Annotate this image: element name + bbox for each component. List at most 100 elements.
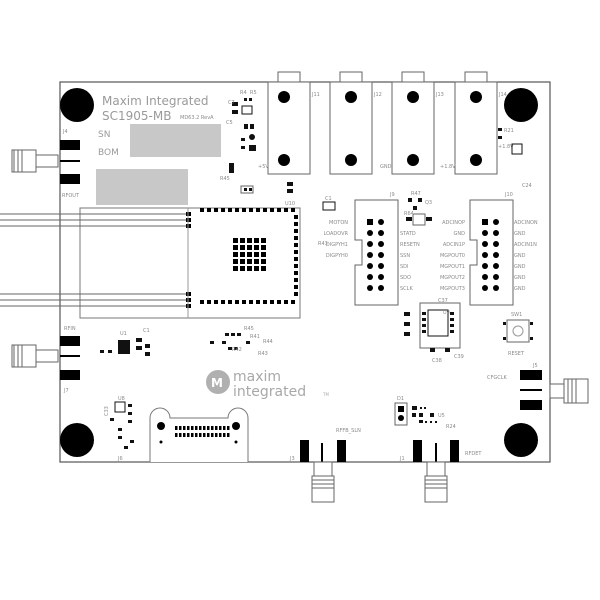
module-pad [228,300,232,304]
sma-cfgclk[interactable] [520,370,589,410]
header-pin [493,285,499,291]
header-pin [493,263,499,269]
bga-ball [247,238,252,243]
refdes: R45 [244,326,254,332]
module-pad [294,243,298,247]
module-pad [263,208,267,212]
j9-ref: J9 [389,192,395,198]
module-pad [294,292,298,296]
module-pad [242,208,246,212]
bga-ball [233,245,238,250]
header-pin [482,274,488,280]
mounting-hole [60,423,94,457]
bga-ball [247,259,252,264]
fpc-pin [187,426,190,430]
svg-text:M: M [211,376,223,390]
fpc-pin [187,433,190,437]
header-pin-label: GND [514,231,526,237]
module-pad [214,300,218,304]
refdes: R44 [263,339,273,345]
jack-j13 [391,71,435,175]
refdes: J6 [117,456,123,462]
header-pin [378,263,384,269]
sma-rffb-sln[interactable] [300,440,346,503]
fpc-pin [179,426,182,430]
refdes: R41 [250,334,260,340]
sn-label-area [130,124,221,157]
module-pad [207,208,211,212]
logo-text-maxim: maxim [233,369,281,385]
header-pin-label: ADCIN1N [514,242,537,248]
header-pin-label: LOADOVR [324,231,349,237]
fpc-connector[interactable] [149,407,249,462]
fpc-pin [227,426,230,430]
fpc-pin [195,426,198,430]
refdes: C1 [325,196,332,202]
bga-ball [247,266,252,271]
company-name: Maxim Integrated [102,94,209,108]
module-pad [270,208,274,212]
bga-ball [240,238,245,243]
refdes: U1 [120,331,127,337]
rfdet-label: RFDET [465,451,482,457]
bom-label: BOM [98,148,119,158]
header-pin-label: SSN [400,253,410,259]
refdes: R43 [258,351,268,357]
module-pad [200,300,204,304]
refdes: D1 [397,396,404,402]
bga-ball [254,252,259,257]
header-j10[interactable] [469,199,514,306]
refdes: C37 [438,298,448,304]
header-pin-label: GND [514,286,526,292]
logo-tm: TM [322,392,329,397]
header-pin [378,241,384,247]
board-name: SC1905-MB [102,109,171,123]
reset-switch[interactable] [503,319,533,343]
header-pin-1 [482,219,488,225]
refdes: R47 [411,191,421,197]
module-pad [270,300,274,304]
board-revision: MD63.2 RevA [180,115,214,121]
header-pin-label: ADCINOP [442,220,465,226]
sw1-ref: SW1 [511,312,522,318]
module-pad [294,285,298,289]
u2-chip [322,201,336,211]
header-pin-label: MOTON [329,220,348,226]
refdes-c24: C24 [522,183,532,189]
j3-ref: J3 [289,456,295,462]
refdes: R45 [220,176,230,182]
refdes: C1 [143,328,150,334]
module-pad [277,300,281,304]
refdes: U10 [285,201,295,207]
header-pin [482,252,488,258]
jack-ref: J13 [435,92,444,98]
module-pad [214,208,218,212]
header-pin [378,285,384,291]
refdes: C38 [432,358,442,364]
sma-rfin[interactable] [11,336,80,380]
module-pad [200,208,204,212]
header-pin [378,219,384,225]
sma-rfout[interactable] [11,140,80,184]
module-pad [294,229,298,233]
header-pin-label: MGPOUT1 [440,264,465,270]
j5-ref: J5 [532,363,538,369]
j7-ref: J7 [63,388,69,394]
refdes: C7 [228,100,235,106]
jack-j12 [329,71,373,175]
header-pin-label: ADCINON [514,220,538,226]
refdes: R24 [446,424,456,430]
header-pin [367,285,373,291]
module-pad [294,250,298,254]
header-pin [367,252,373,258]
header-pin-label: SDO [400,275,411,281]
jack-label: GND [380,164,392,170]
header-pin-label: RESETN [400,242,420,248]
sma-rfdet[interactable] [413,440,459,503]
fpc-pin [203,426,206,430]
bga-ball [240,245,245,250]
j4-ref: J4 [62,129,68,135]
bga-ball [261,245,266,250]
header-j9[interactable] [354,199,399,306]
